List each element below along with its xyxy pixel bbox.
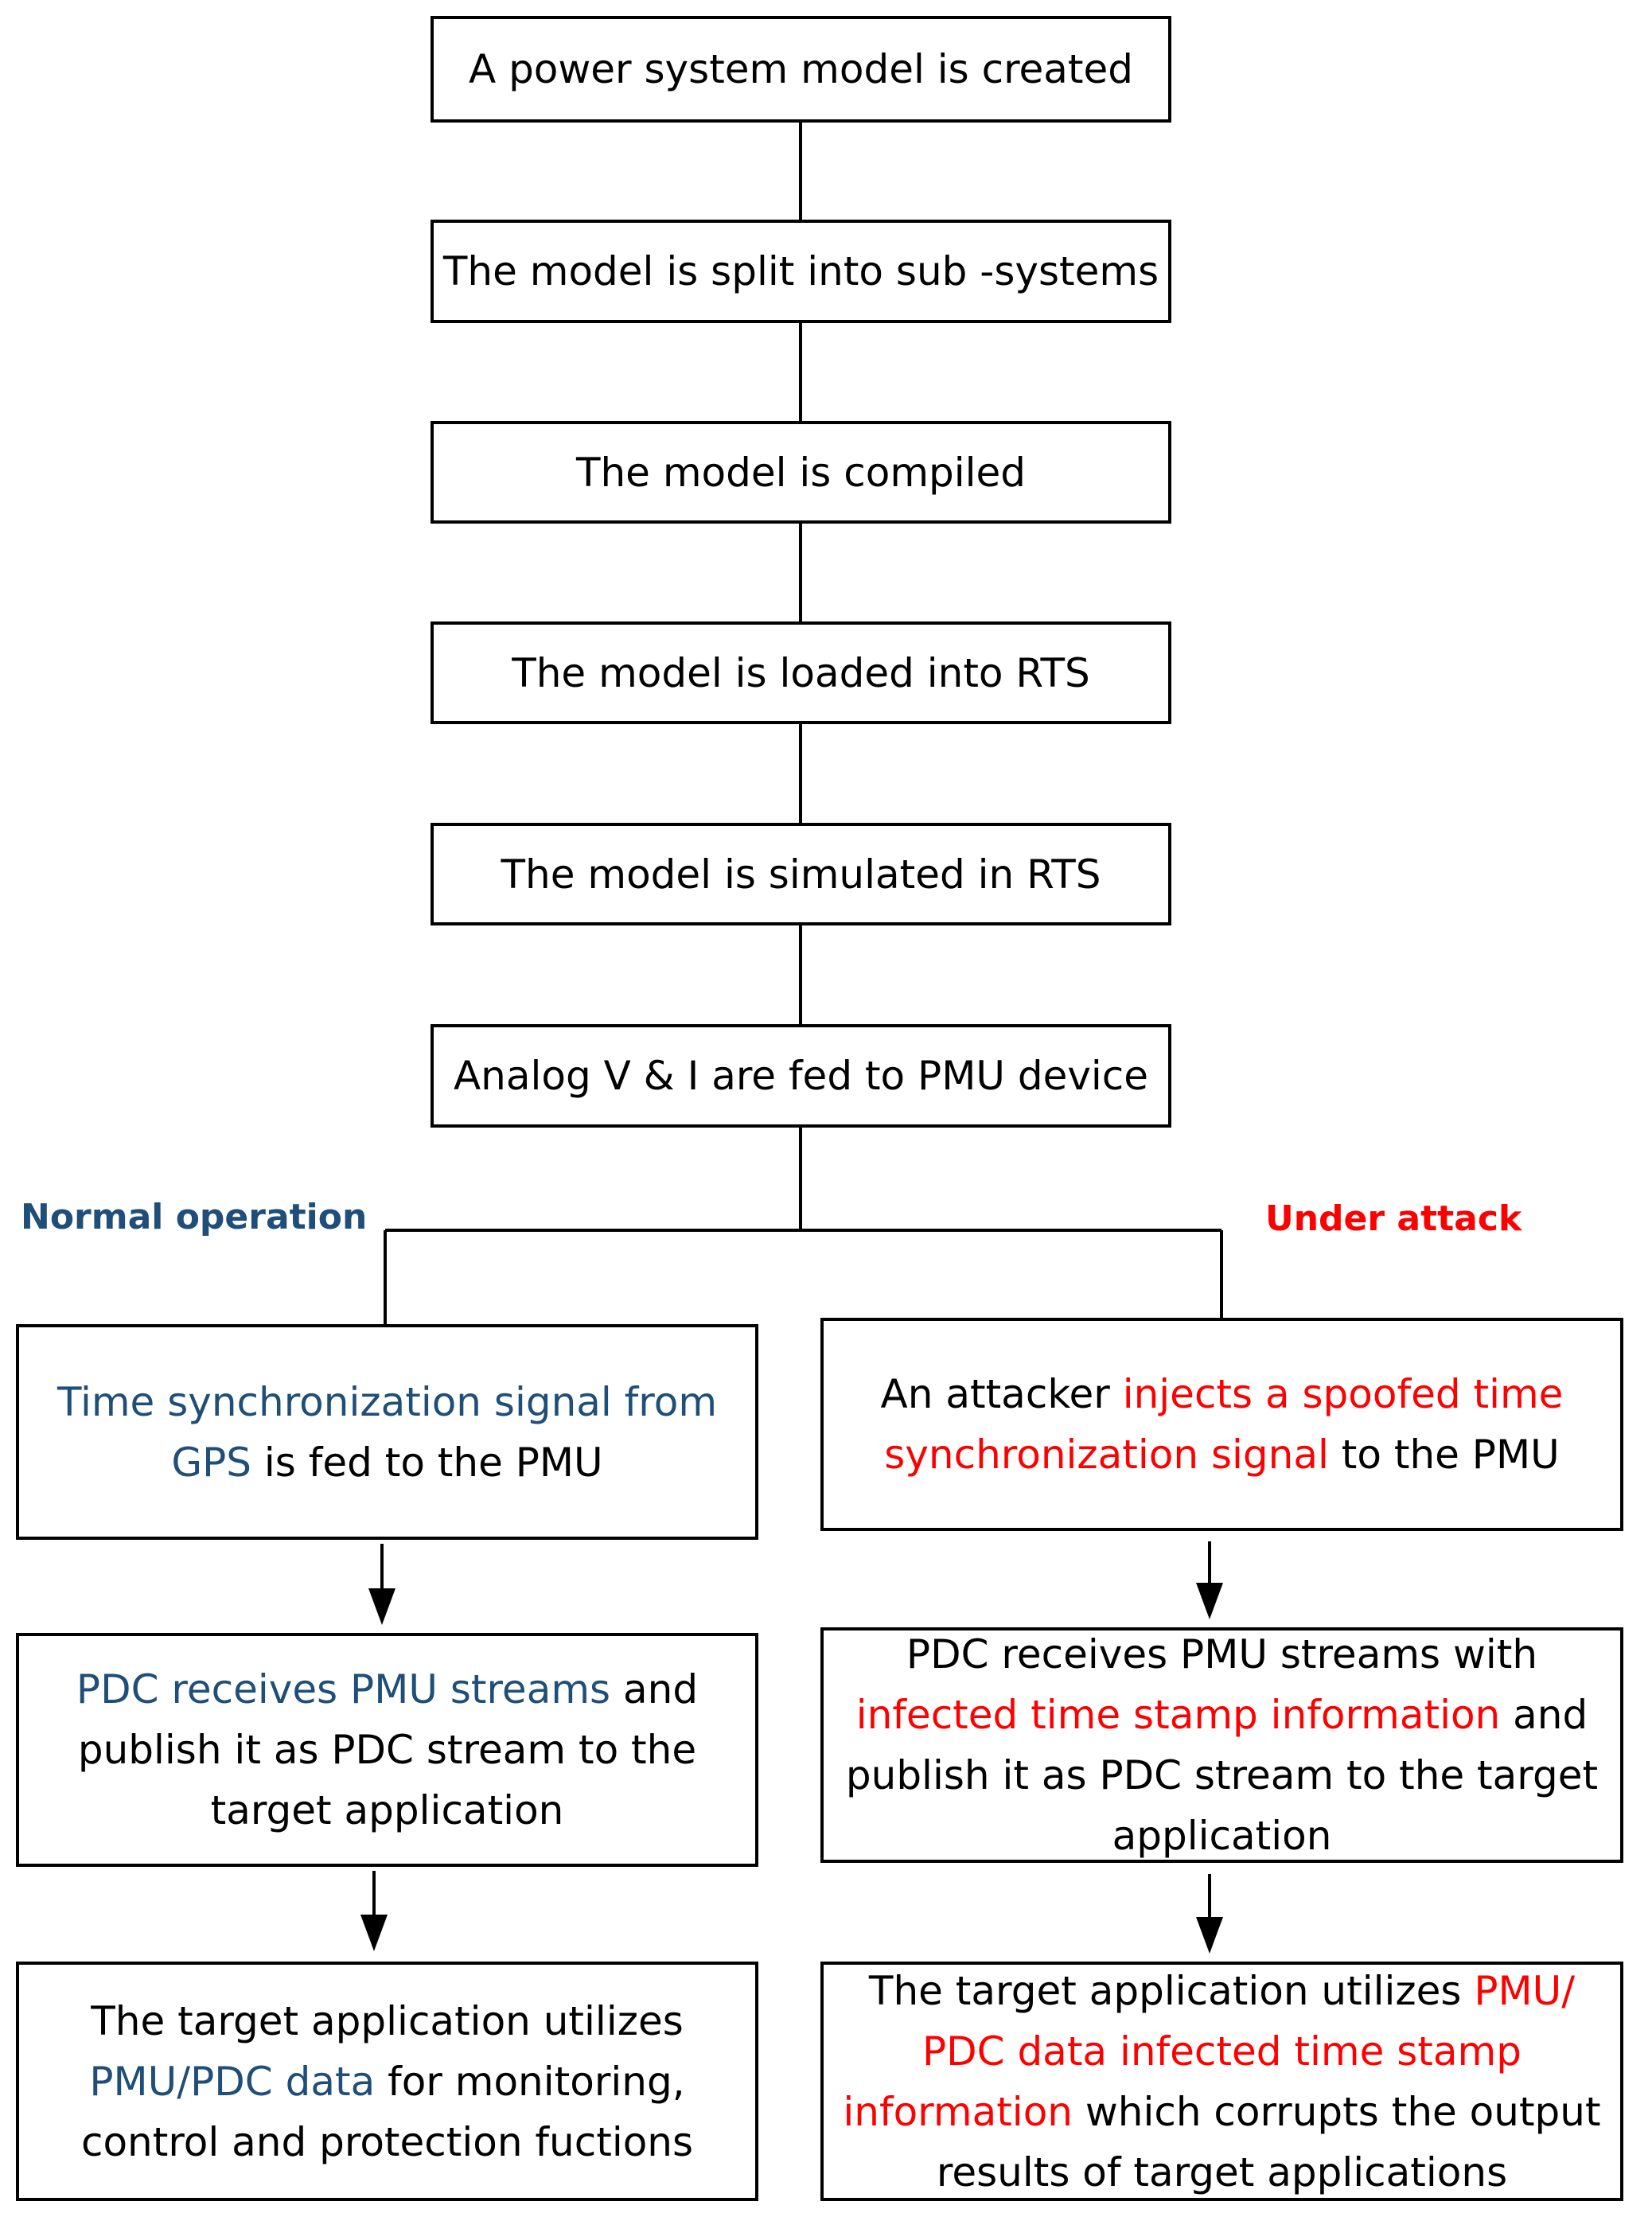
normal-app-rest-2: for monitoring, bbox=[375, 2058, 685, 2105]
arrow-attack-1-head bbox=[1196, 1583, 1223, 1619]
under-attack-label: Under attack bbox=[1265, 1198, 1522, 1239]
step-text-split-model: The model is split into sub -systems bbox=[442, 248, 1159, 294]
normal-gps-highlight-2: GPS bbox=[171, 1439, 251, 1486]
normal-pdc-line-2: publish it as PDC stream to the bbox=[77, 1727, 697, 1773]
normal-app-line-1: The target application utilizes bbox=[91, 1997, 684, 2044]
step-text-compile-model: The model is compiled bbox=[575, 449, 1027, 496]
step-box-simulate-model: The model is simulated in RTS bbox=[431, 823, 1171, 925]
attack-pdc-line-4: application bbox=[1112, 1813, 1332, 1859]
attack-spoof-rest-2: to the PMU bbox=[1328, 1432, 1560, 1478]
attack-pdc-line-2: infected time stamp information and bbox=[846, 1685, 1598, 1745]
attack-box-pdc-publish: PDC receives PMU streams with infected t… bbox=[820, 1627, 1623, 1863]
normal-app-line-2: PMU/PDC data for monitoring, bbox=[81, 2051, 693, 2112]
normal-gps-rest-2: is fed to the PMU bbox=[251, 1439, 603, 1486]
normal-pdc-highlight-1: PDC receives PMU streams bbox=[76, 1666, 611, 1712]
attack-app-line-3: information which corrupts the output bbox=[843, 2082, 1600, 2142]
attack-box-target-app-text: The target application utilizes PMU/ PDC… bbox=[843, 1961, 1600, 2203]
attack-app-line-2: PDC data infected time stamp bbox=[843, 2021, 1600, 2082]
attack-pdc-rest-2: and bbox=[1500, 1692, 1588, 1738]
attack-app-line-4: results of target applications bbox=[936, 2149, 1508, 2195]
attack-pdc-highlight-2: infected time stamp information bbox=[855, 1692, 1501, 1738]
normal-pdc-line-3: target application bbox=[210, 1787, 564, 1833]
attack-spoof-highlight-1: injects a spoofed time bbox=[1122, 1371, 1564, 1417]
step-text-create-model: A power system model is created bbox=[468, 46, 1134, 92]
arrow-normal-2-head bbox=[360, 1915, 388, 1951]
attack-spoof-pre-1: An attacker bbox=[880, 1371, 1123, 1417]
normal-gps-line-2: GPS is fed to the PMU bbox=[57, 1432, 717, 1493]
normal-box-target-app: The target application utilizes PMU/PDC … bbox=[16, 1962, 758, 2201]
normal-box-pdc-publish-text: PDC receives PMU streams and publish it … bbox=[76, 1659, 698, 1841]
normal-gps-highlight-1: Time synchronization signal from bbox=[56, 1378, 718, 1425]
attack-app-pre-1: The target application utilizes bbox=[868, 1967, 1475, 2014]
step-box-load-model: The model is loaded into RTS bbox=[431, 621, 1171, 724]
attack-box-target-app: The target application utilizes PMU/ PDC… bbox=[820, 1962, 1623, 2201]
attack-app-line-1: The target application utilizes PMU/ bbox=[843, 1961, 1600, 2021]
attack-app-highlight-2: PDC data infected time stamp bbox=[921, 2028, 1521, 2075]
normal-gps-line-1: Time synchronization signal from bbox=[57, 1372, 717, 1432]
step-text-feed-pmu: Analog V & I are fed to PMU device bbox=[453, 1053, 1149, 1099]
normal-box-gps-signal: Time synchronization signal from GPS is … bbox=[16, 1324, 758, 1540]
normal-operation-label: Normal operation bbox=[21, 1197, 368, 1237]
attack-spoof-line-2: synchronization signal to the PMU bbox=[881, 1424, 1564, 1485]
attack-app-rest-3: which corrupts the output bbox=[1072, 2088, 1601, 2135]
step-box-split-model: The model is split into sub -systems bbox=[431, 220, 1171, 323]
attack-pdc-line-1: PDC receives PMU streams with bbox=[906, 1631, 1538, 1677]
normal-pdc-rest-1: and bbox=[610, 1666, 699, 1712]
attack-app-highlight-1: PMU/ bbox=[1474, 1967, 1576, 2014]
step-box-create-model: A power system model is created bbox=[431, 16, 1171, 123]
normal-box-gps-signal-text: Time synchronization signal from GPS is … bbox=[57, 1372, 717, 1493]
attack-box-spoof-signal-text: An attacker injects a spoofed time synch… bbox=[881, 1364, 1564, 1485]
step-box-compile-model: The model is compiled bbox=[431, 421, 1171, 524]
step-text-load-model: The model is loaded into RTS bbox=[512, 649, 1090, 696]
arrow-normal-1-head bbox=[368, 1588, 395, 1625]
attack-app-highlight-3: information bbox=[843, 2088, 1073, 2135]
attack-spoof-line-1: An attacker injects a spoofed time bbox=[881, 1364, 1564, 1424]
attack-box-spoof-signal: An attacker injects a spoofed time synch… bbox=[820, 1318, 1623, 1531]
normal-box-pdc-publish: PDC receives PMU streams and publish it … bbox=[16, 1633, 758, 1867]
normal-box-target-app-text: The target application utilizes PMU/PDC … bbox=[81, 1991, 693, 2172]
arrow-attack-2-head bbox=[1196, 1917, 1223, 1954]
normal-app-line-3: control and protection fuctions bbox=[80, 2118, 694, 2165]
normal-app-highlight-2: PMU/PDC data bbox=[89, 2058, 376, 2105]
step-box-feed-pmu: Analog V & I are fed to PMU device bbox=[431, 1024, 1171, 1128]
attack-spoof-highlight-2: synchronization signal bbox=[884, 1432, 1329, 1478]
normal-pdc-line-1: PDC receives PMU streams and bbox=[76, 1659, 698, 1720]
step-text-simulate-model: The model is simulated in RTS bbox=[501, 851, 1101, 898]
attack-box-pdc-publish-text: PDC receives PMU streams with infected t… bbox=[846, 1624, 1598, 1866]
attack-pdc-line-3: publish it as PDC stream to the target bbox=[845, 1752, 1599, 1798]
